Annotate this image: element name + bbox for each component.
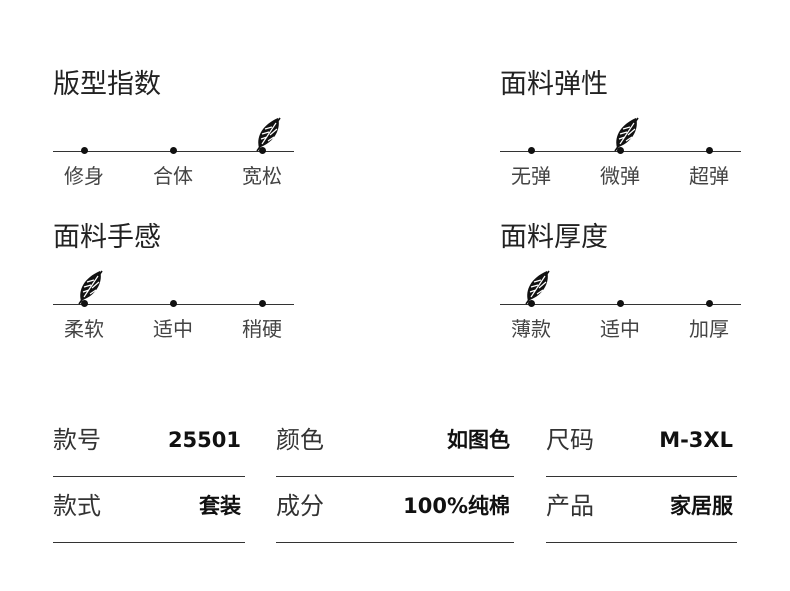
spec-color: 颜色 如图色 (276, 410, 514, 477)
scale-label: 稍硬 (242, 317, 282, 341)
spec-key: 款式 (53, 492, 101, 520)
scale-dot (617, 147, 624, 154)
spec-value: 25501 (167, 428, 241, 452)
scale-fit: 版型指数 修身 合体 宽松 (53, 68, 294, 208)
spec-product: 产品 家居服 (546, 476, 737, 543)
spec-style-number: 款号 25501 (53, 410, 245, 477)
scale-dot (706, 300, 713, 307)
scale-dot (170, 300, 177, 307)
scale-title: 面料弹性 (500, 69, 608, 100)
spec-key: 尺码 (546, 426, 594, 454)
spec-value: M-3XL (659, 428, 733, 452)
spec-key: 产品 (546, 492, 594, 520)
scale-dot (81, 300, 88, 307)
spec-value: 套装 (199, 494, 241, 518)
spec-composition: 成分 100%纯棉 (276, 476, 514, 543)
spec-type: 款式 套装 (53, 476, 245, 543)
scale-dot (81, 147, 88, 154)
scale-label: 适中 (153, 317, 193, 341)
spec-key: 颜色 (276, 426, 324, 454)
spec-size: 尺码 M-3XL (546, 410, 737, 477)
scale-thickness: 面料厚度 薄款 适中 加厚 (500, 221, 741, 361)
scale-label: 微弹 (600, 164, 640, 188)
scale-dot (617, 300, 624, 307)
scale-title: 版型指数 (53, 69, 161, 100)
scale-dot (170, 147, 177, 154)
scale-dot (259, 300, 266, 307)
scale-label: 薄款 (511, 317, 551, 341)
scale-title: 面料手感 (53, 222, 161, 253)
scale-dot (259, 147, 266, 154)
scale-label: 无弹 (511, 164, 551, 188)
scale-label: 适中 (600, 317, 640, 341)
spec-value: 100%纯棉 (403, 494, 510, 518)
scale-label: 修身 (64, 164, 104, 188)
scale-label: 宽松 (242, 164, 282, 188)
spec-value: 如图色 (447, 428, 510, 452)
feather-icon (525, 270, 550, 305)
scale-label: 合体 (153, 164, 193, 188)
feather-icon (614, 117, 639, 152)
scale-label: 柔软 (64, 317, 104, 341)
feather-icon (78, 270, 103, 305)
scale-label: 加厚 (689, 317, 729, 341)
scale-elasticity: 面料弹性 无弹 微弹 超弹 (500, 68, 741, 208)
scale-title: 面料厚度 (500, 222, 608, 253)
spec-key: 成分 (276, 492, 324, 520)
spec-key: 款号 (53, 426, 101, 454)
spec-value: 家居服 (670, 494, 733, 518)
feather-icon (256, 117, 281, 152)
scale-hand-feel: 面料手感 柔软 适中 稍硬 (53, 221, 294, 361)
scale-dot (528, 147, 535, 154)
scale-label: 超弹 (689, 164, 729, 188)
scale-dot (528, 300, 535, 307)
scale-dot (706, 147, 713, 154)
